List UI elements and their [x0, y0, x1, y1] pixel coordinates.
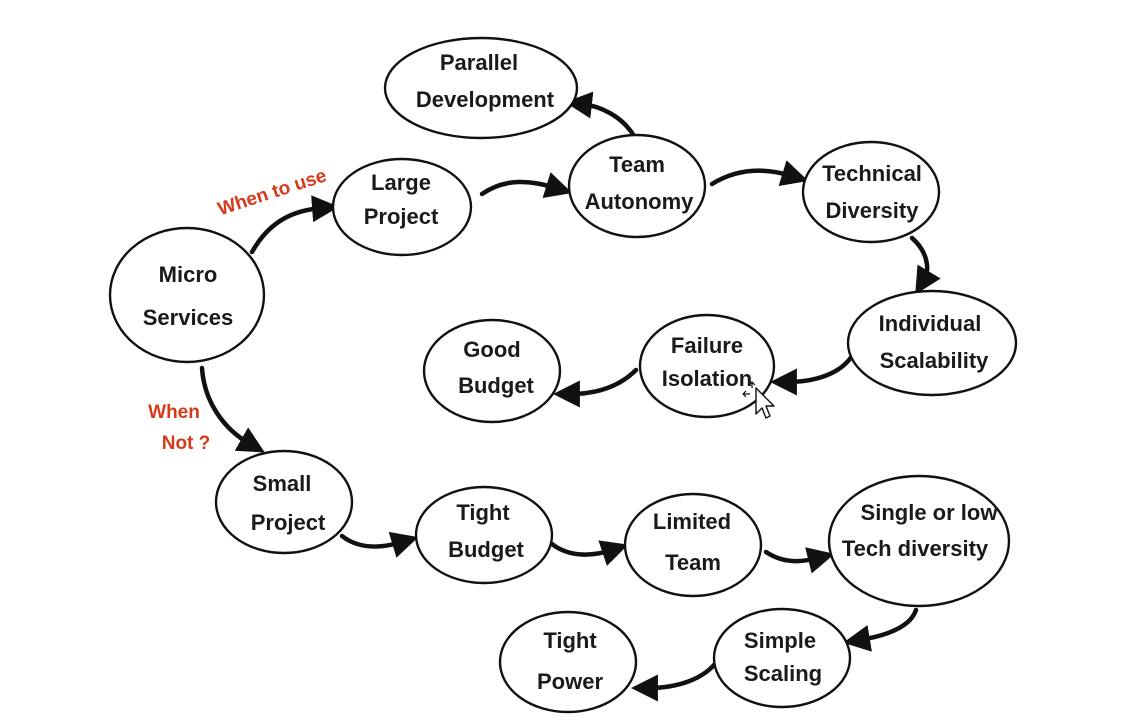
node-good-budget: Good Budget — [422, 318, 562, 424]
node-team-autonomy: Team Autonomy — [567, 133, 707, 239]
edge-micro-to-large — [249, 195, 340, 255]
label-when-to-use: When to use — [215, 165, 329, 220]
node-simple-scaling-line1: Simple — [744, 628, 816, 653]
node-team-autonomy-line1: Team — [609, 152, 665, 177]
edge-technical-to-individual — [909, 235, 941, 295]
label-when-not-line1: When — [148, 402, 200, 423]
node-tight-budget: Tight Budget — [414, 485, 554, 585]
node-technical-diversity-line1: Technical — [822, 161, 922, 186]
node-individual-scalability: Individual Scalability — [846, 289, 1018, 397]
node-individual-scalability-line1: Individual — [879, 311, 982, 336]
node-large-project-line2: Project — [364, 204, 439, 229]
node-failure-isolation-line1: Failure — [671, 333, 743, 358]
node-team-autonomy-line2: Autonomy — [585, 189, 695, 214]
edge-failure-to-good — [552, 367, 639, 408]
node-single-low-tech-line1: Single or low — [861, 500, 999, 525]
edge-simple-to-tight-power — [630, 657, 721, 702]
node-large-project-line1: Large — [371, 170, 431, 195]
edge-team-to-parallel — [565, 91, 637, 139]
node-large-project: Large Project — [331, 157, 473, 257]
edge-small-to-tight-budget — [339, 531, 419, 558]
node-limited-team-line1: Limited — [653, 509, 731, 534]
node-single-low-tech-line2: Tech diversity — [842, 536, 989, 561]
edge-individual-to-failure — [769, 353, 855, 396]
node-good-budget-line1: Good — [463, 337, 520, 362]
edge-micro-to-small — [199, 365, 265, 453]
node-tight-power-line2: Power — [537, 669, 603, 694]
edge-single-to-simple — [843, 607, 919, 652]
node-failure-isolation: Failure Isolation — [638, 313, 776, 419]
node-tight-power-line1: Tight — [543, 628, 597, 653]
node-micro-services-line1: Micro — [159, 262, 218, 287]
node-parallel-development-line2: Development — [416, 87, 555, 112]
node-individual-scalability-line2: Scalability — [880, 348, 990, 373]
node-good-budget-line2: Budget — [458, 373, 534, 398]
label-when-not-line2: Not ? — [162, 433, 211, 454]
edge-limited-to-single — [763, 547, 835, 574]
node-parallel-development-line1: Parallel — [440, 50, 518, 75]
edge-team-to-technical — [709, 160, 809, 187]
node-limited-team-line2: Team — [665, 550, 721, 575]
node-tight-budget-line2: Budget — [448, 537, 524, 562]
node-simple-scaling-line2: Scaling — [744, 661, 822, 686]
node-small-project-line1: Small — [253, 471, 312, 496]
node-tight-power: Tight Power — [498, 610, 638, 714]
node-micro-services-line2: Services — [143, 305, 234, 330]
edge-large-to-team — [479, 172, 573, 198]
node-single-or-low-tech-diversity: Single or low Tech diversity — [827, 474, 1011, 608]
node-simple-scaling: Simple Scaling — [712, 607, 852, 709]
node-small-project-line2: Project — [251, 510, 326, 535]
node-limited-team: Limited Team — [623, 492, 763, 598]
node-micro-services: Micro Services — [108, 226, 266, 364]
node-parallel-development: Parallel Development — [383, 36, 579, 140]
node-technical-diversity-line2: Diversity — [826, 198, 920, 223]
node-small-project: Small Project — [214, 449, 354, 555]
arrow-cursor-icon — [742, 381, 775, 419]
edge-tight-budget-to-limited — [549, 540, 629, 566]
node-technical-diversity: Technical Diversity — [801, 140, 941, 244]
node-tight-budget-line1: Tight — [456, 500, 510, 525]
node-failure-isolation-line2: Isolation — [662, 366, 752, 391]
